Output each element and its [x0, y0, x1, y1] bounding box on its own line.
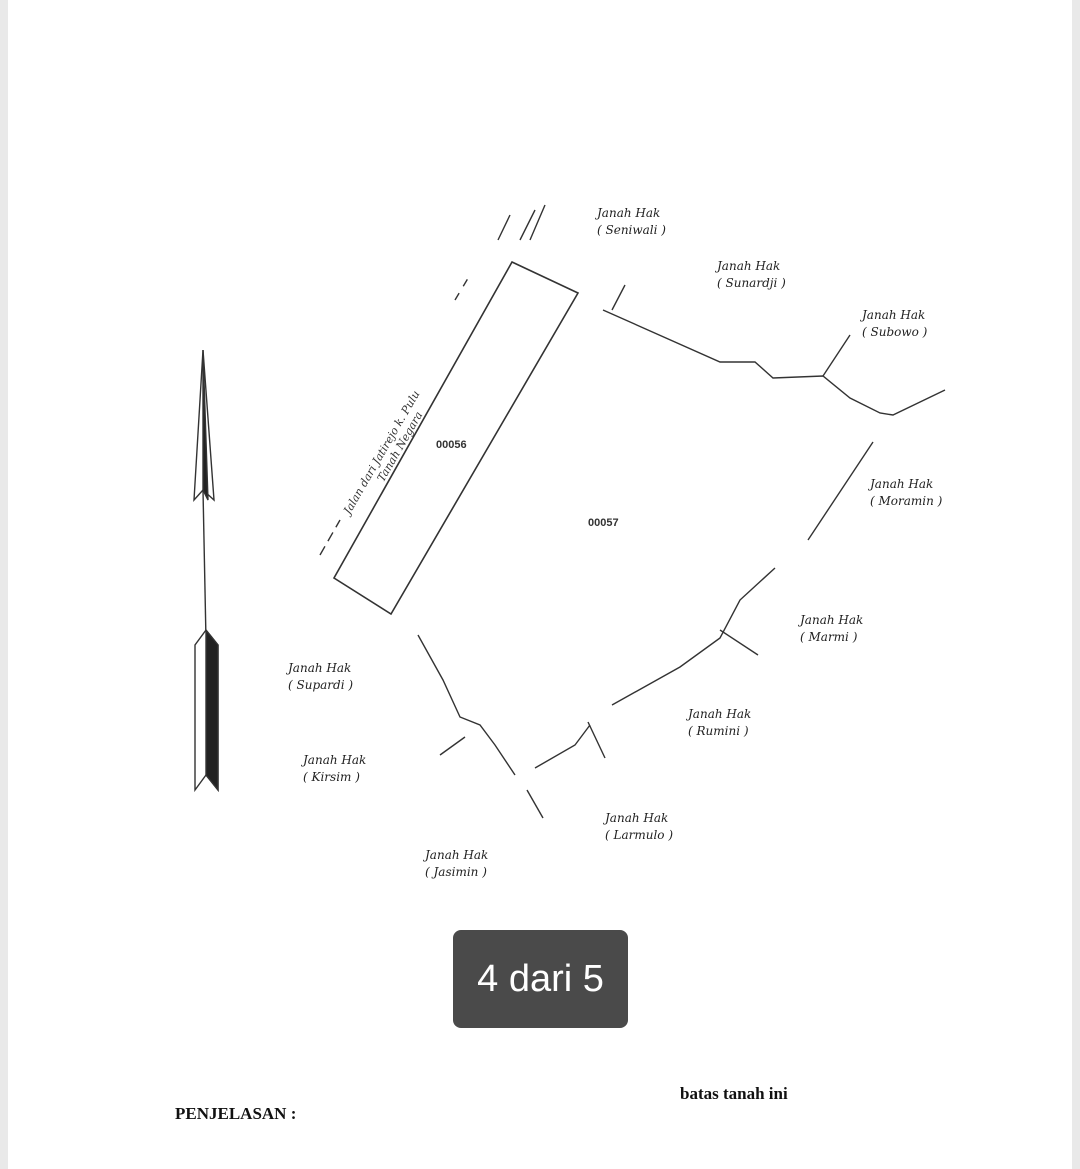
- parcel-00056-boundary: [332, 260, 580, 616]
- parcel-id-00056: 00056: [436, 439, 467, 451]
- land-map: [193, 204, 946, 819]
- legend-boundary-text: batas tanah ini: [680, 1084, 788, 1103]
- neighbor-label: Janah Hak( Moramin ): [870, 477, 943, 508]
- north-arrow-icon: [193, 349, 219, 793]
- neighbor-label: Janah Hak( Seniwali ): [597, 206, 666, 237]
- page-indicator: 4 dari 5: [453, 930, 628, 1028]
- neighbor-label: Janah Hak( Sunardji ): [717, 259, 786, 290]
- neighbor-label: Janah Hak( Rumini ): [688, 707, 752, 738]
- neighbor-label: Janah Hak( Jasimin ): [425, 848, 489, 879]
- boundary-lines: [417, 284, 946, 819]
- parcel-id-00057: 00057: [588, 517, 619, 529]
- neighbor-label: Janah Hak( Larmulo ): [605, 811, 674, 842]
- neighbor-label: Janah Hak( Marmi ): [800, 613, 864, 644]
- neighbor-label: Janah Hak( Subowo ): [862, 308, 928, 339]
- neighbor-label: Janah Hak( Kirsim ): [303, 753, 367, 784]
- explanation-heading: PENJELASAN :: [175, 1104, 297, 1123]
- neighbor-label: Janah Hak( Supardi ): [288, 661, 354, 692]
